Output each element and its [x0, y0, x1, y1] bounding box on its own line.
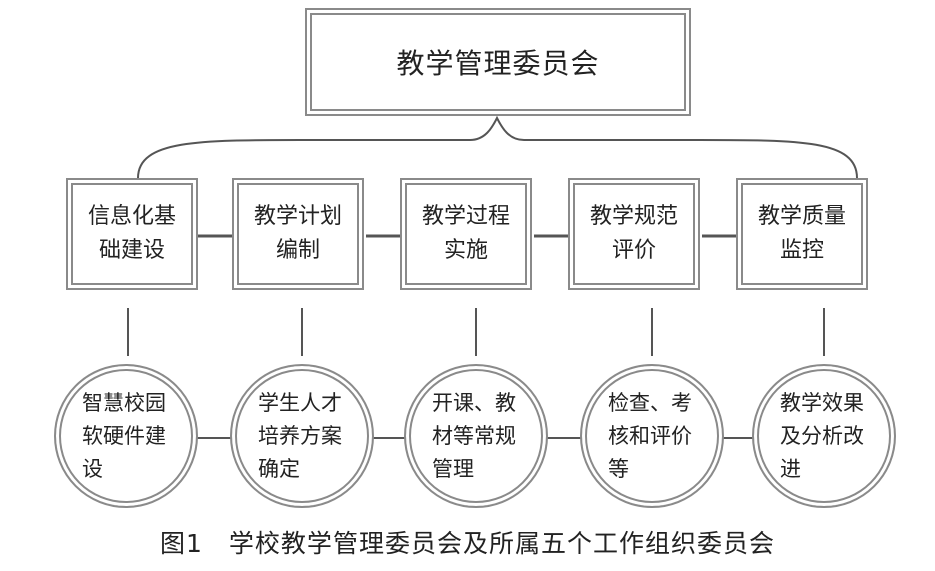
level1-label-5: 教学质量监控 [757, 204, 846, 263]
level2-circle-5: 教学效果及分析改进 [752, 364, 896, 508]
top-node-label: 教学管理委员会 [396, 47, 600, 80]
level2-circle-1: 智慧校园软硬件建设 [54, 364, 198, 508]
level2-circle-3: 开课、教材等常规管理 [404, 364, 548, 508]
level2-circle-4: 检查、考核和评价等 [580, 364, 724, 508]
level1-label-3: 教学过程实施 [421, 204, 510, 263]
level2-label-1: 智慧校园软硬件建设 [82, 390, 166, 481]
level2-label-2: 学生人才培养方案确定 [258, 390, 342, 481]
level1-box-2: 教学计划编制 [232, 178, 364, 290]
level1-box-1: 信息化基础建设 [66, 178, 198, 290]
top-node-box: 教学管理委员会 [305, 8, 691, 116]
level1-label-4: 教学规范评价 [589, 204, 678, 263]
level1-box-5: 教学质量监控 [736, 178, 868, 290]
level2-label-5: 教学效果及分析改进 [780, 390, 864, 481]
level2-label-4: 检查、考核和评价等 [608, 390, 692, 481]
level2-circle-2: 学生人才培养方案确定 [230, 364, 374, 508]
level1-label-1: 信息化基础建设 [87, 204, 176, 263]
brace-connector [137, 115, 858, 179]
level1-label-2: 教学计划编制 [253, 204, 342, 263]
level1-box-3: 教学过程实施 [400, 178, 532, 290]
level2-label-3: 开课、教材等常规管理 [432, 390, 516, 481]
level1-box-4: 教学规范评价 [568, 178, 700, 290]
figure-caption: 图1 学校教学管理委员会及所属五个工作组织委员会 [160, 529, 775, 558]
